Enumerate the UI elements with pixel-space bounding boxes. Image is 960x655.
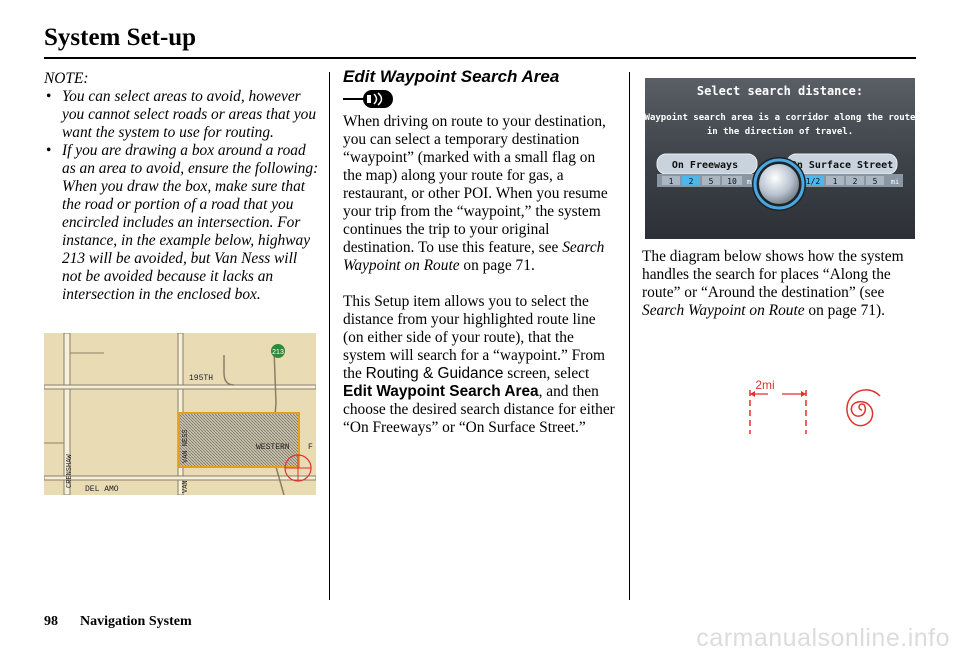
screen-title: Select search distance: [697, 84, 863, 98]
surface-unit: mi [891, 178, 899, 186]
page-title: System Set-up [44, 24, 197, 51]
map-label-del-amo: DEL AMO [85, 485, 119, 494]
search-distance-screen: Select search distance: Waypoint search … [645, 78, 915, 239]
page-number: 98 [44, 614, 58, 629]
note-list: You can select areas to avoid, however y… [44, 88, 319, 304]
map-label-crenshaw: CRENSHAW [66, 454, 74, 488]
screen-line-1: Waypoint search area is a corridor along… [645, 112, 915, 123]
spiral-search-icon [846, 389, 881, 427]
map-label-van-ness: VAN NESS [182, 429, 190, 463]
watermark: carmanualsonline.info [696, 624, 950, 652]
joystick-knob-icon[interactable] [759, 164, 799, 204]
hwy-label: 213 [272, 349, 284, 356]
freeway-option[interactable] [662, 176, 680, 185]
surface-option[interactable] [826, 176, 844, 185]
title-rule [44, 57, 916, 59]
section-heading: Edit Waypoint Search Area [343, 67, 560, 86]
avoid-area-map: 213 195TH WESTERN F DEL AMO CRENSHAW VAN… [44, 333, 316, 495]
search-area-diagram: 2mi [749, 378, 881, 434]
surface-option-label: 5 [873, 177, 878, 186]
section-paragraph: This Setup item allows you to select the… [343, 293, 615, 436]
highway-shield-icon [271, 344, 285, 358]
screen-line-2: in the direction of travel. [707, 126, 853, 137]
freeway-option-label: 2 [689, 177, 694, 186]
surface-option-label: 1/2 [806, 177, 821, 186]
column-divider [629, 72, 630, 600]
note-heading: NOTE: [44, 70, 89, 87]
freeway-option-label: 10 [727, 177, 737, 186]
freeway-option-label: 1 [669, 177, 674, 186]
freeway-option-label: 5 [709, 177, 714, 186]
footer-text: Navigation System [80, 614, 192, 629]
freeways-label: On Freeways [672, 160, 738, 171]
section-block: Edit Waypoint Search Area When driving o… [343, 67, 615, 455]
surface-street-label: On Surface Street [791, 160, 893, 171]
freeway-option-selected[interactable] [682, 176, 700, 185]
freeway-unit: mi [747, 178, 755, 186]
voice-icon-row [343, 87, 615, 113]
surface-option-label: 2 [853, 177, 858, 186]
note-item: You can select areas to avoid, however y… [44, 88, 319, 142]
surface-option-label: 1 [833, 177, 838, 186]
distance-label: 2mi [755, 378, 774, 392]
diagram-intro: The diagram below shows how the system h… [642, 248, 914, 320]
section-paragraph: When driving on route to your destinatio… [343, 113, 608, 274]
note-item: If you are drawing a box around a road a… [44, 142, 319, 304]
voice-command-icon [343, 90, 393, 108]
freeway-option[interactable] [702, 176, 720, 185]
surface-option[interactable] [866, 176, 884, 185]
map-label-195th: 195TH [189, 374, 213, 383]
freeway-option[interactable] [722, 176, 742, 185]
column-divider [329, 72, 330, 600]
note-block: NOTE: You can select areas to avoid, how… [44, 70, 319, 304]
surface-option-selected[interactable] [802, 176, 824, 185]
map-label-f: F [308, 443, 313, 452]
map-label-van: VAN [182, 480, 190, 493]
surface-option[interactable] [846, 176, 864, 185]
diagram-paragraph: The diagram below shows how the system h… [642, 248, 904, 319]
map-label-western: WESTERN [256, 443, 290, 452]
